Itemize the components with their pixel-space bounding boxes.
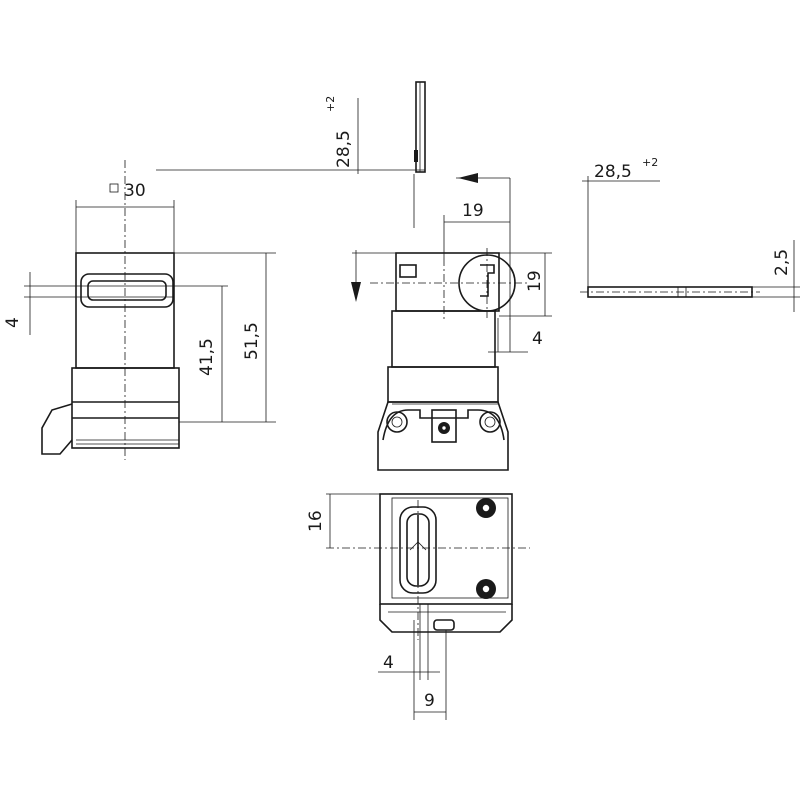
actuator-plate [415,81,426,173]
left-actuator-lip [41,403,73,455]
dim-bottom-16-label: 16 [306,510,326,532]
bottom-view: 16 4 9 [306,493,530,720]
dim-top-28-5-label: 28,5 [334,130,354,168]
top-actuator: 28,5 +2 [156,81,426,228]
dim-bottom-4-label: 4 [383,653,394,673]
mid-neck [391,310,496,368]
middle-view: 19 19 4 [351,173,552,471]
direction-arrow-left [458,173,478,183]
dim-bottom-9-label: 9 [424,691,435,711]
dim-mid-19-v-label: 19 [525,270,545,292]
bottom-base [379,604,513,633]
dim-right-2-5-label: 2,5 [772,249,792,276]
dim-41-5-label: 41,5 [197,338,217,376]
head-notch [399,264,417,278]
left-body-lower [71,367,180,449]
dim-right-28-5-tol: +2 [642,156,658,169]
mid-head [395,252,500,312]
direction-arrow-down [351,282,361,302]
screw-left [386,411,408,433]
dim-4-left-label: 4 [3,317,23,328]
mid-base [377,401,509,471]
center-screw-housing [431,409,457,443]
dim-51-5-label: 51,5 [242,322,262,360]
left-view: 30 4 41,5 51,5 [3,160,276,460]
screw-right [479,411,501,433]
bottom-led [433,619,455,631]
square-symbol [109,183,119,193]
dim-right-28-5-label: 28,5 [594,162,632,182]
dim-mid-4-label: 4 [532,329,543,349]
dim-mid-19-h-label: 19 [462,201,484,221]
mid-body [387,366,499,403]
right-view: 28,5 +2 2,5 [580,156,800,312]
dim-30-label: 30 [124,181,146,201]
bottom-body [379,493,513,605]
dim-top-28-5-tol: +2 [324,96,337,112]
